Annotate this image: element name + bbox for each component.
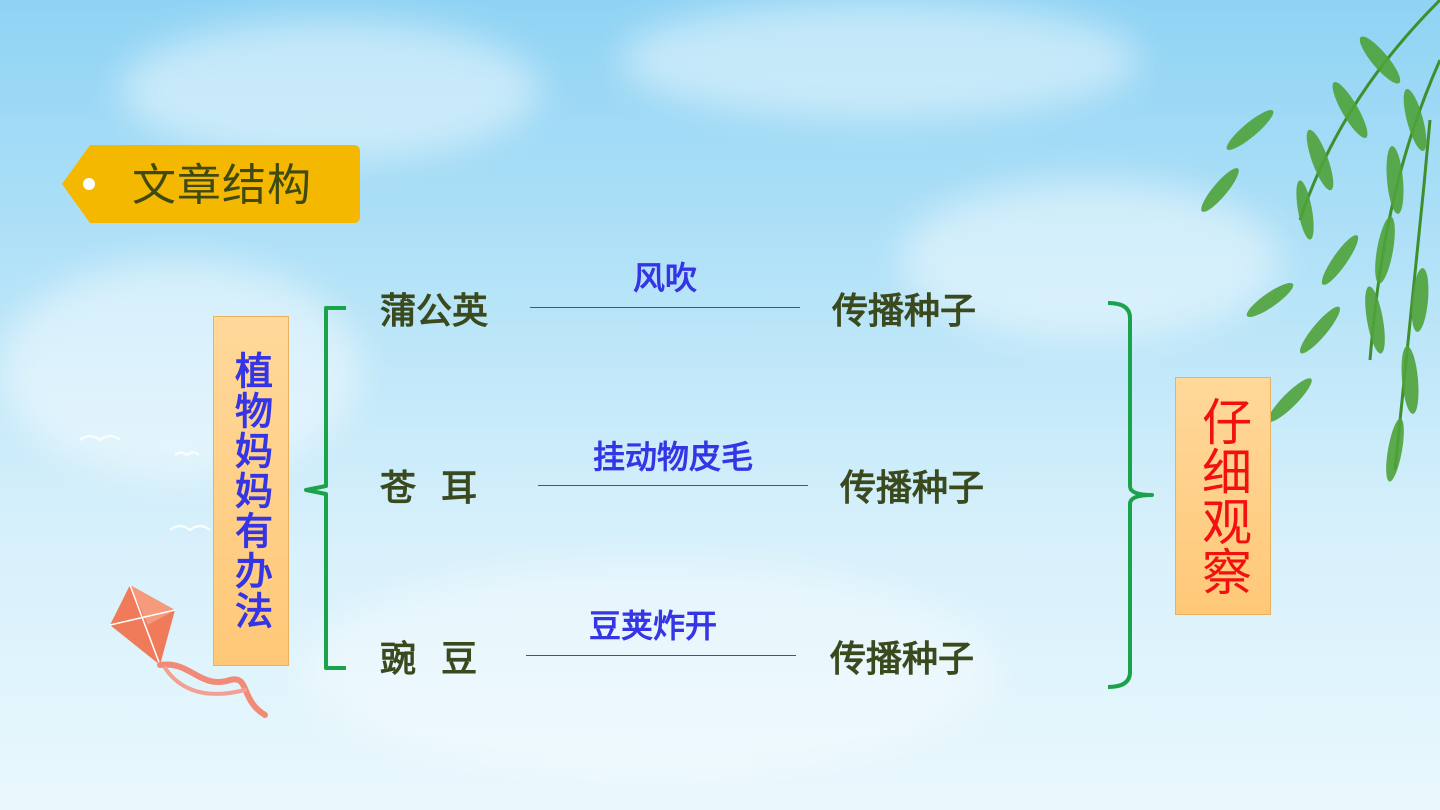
cloud <box>900 180 1280 340</box>
cloud <box>0 260 360 480</box>
left-brace <box>304 306 346 670</box>
cloud <box>620 0 1140 120</box>
method-label-pod-burst: 豆荚炸开 <box>588 607 717 645</box>
plant-label-cocklebur: 苍 耳 <box>380 468 478 509</box>
method-label-animal-fur: 挂动物皮毛 <box>592 438 753 476</box>
result-label: 传播种子 <box>830 639 975 680</box>
method-label-wind: 风吹 <box>632 259 697 297</box>
connector-line <box>538 485 808 486</box>
plant-label-pea: 豌 豆 <box>380 639 478 680</box>
connector-line <box>526 655 796 656</box>
title-tag <box>62 145 360 223</box>
connector-line <box>530 307 800 308</box>
cloud <box>120 20 540 160</box>
page-title: 文章结构 <box>132 160 312 211</box>
result-label: 传播种子 <box>832 291 977 332</box>
conclusion-box: 仔细观察 <box>1175 377 1271 615</box>
plant-label-dandelion: 蒲公英 <box>380 291 489 332</box>
cloud <box>300 560 1000 780</box>
right-brace <box>1107 301 1154 689</box>
willow-leaves <box>1201 36 1429 482</box>
kite-icon <box>109 584 268 718</box>
bird-icon <box>79 434 211 532</box>
bullet-dot-icon <box>83 178 95 190</box>
main-topic-box: 植物妈妈有办法 <box>213 316 289 666</box>
result-label: 传播种子 <box>840 468 985 509</box>
